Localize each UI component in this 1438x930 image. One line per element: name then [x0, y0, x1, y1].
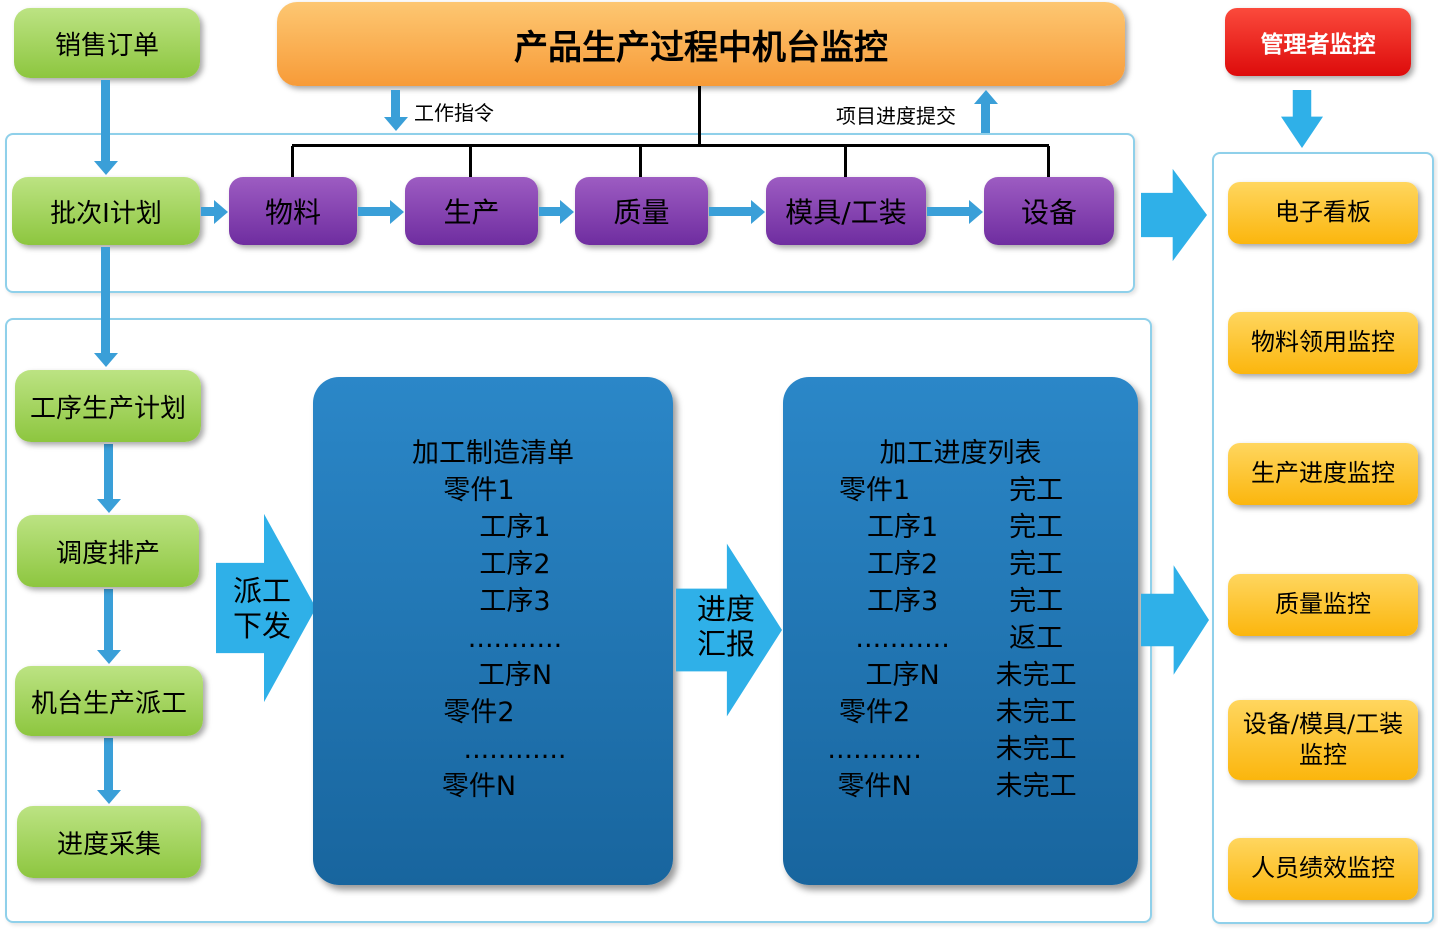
manufacture-list-title: 加工制造清单	[412, 438, 574, 469]
progress-row-status: 完工	[1009, 475, 1064, 506]
progress-list-content: 加工进度列表 零件1 完工 工序1 完工 工序2 完工 工序3 完工 .....…	[783, 377, 1138, 885]
arrow-sales-to-batch	[101, 80, 110, 162]
stage-production-box: 生产	[405, 177, 538, 245]
progress-row-item: ...........	[855, 623, 950, 654]
dispatch-arrow-line1: 派工	[232, 574, 291, 608]
arrow-material-to-production	[358, 207, 391, 216]
work-instruction-arrow	[391, 90, 400, 118]
arrow-mold-to-equipment	[927, 207, 970, 216]
progress-row: ........... 返工	[783, 620, 1138, 657]
progress-collect-box: 进度采集	[17, 806, 201, 878]
tree-line-horizontal	[292, 144, 1049, 147]
arrow-batch-to-process-plan	[101, 247, 110, 354]
monitor-equipment-mold-tooling: 设备/模具/工装监控	[1228, 700, 1418, 780]
progress-row-status: 返工	[1009, 623, 1064, 654]
monitor-panel-container	[1212, 152, 1434, 924]
progress-row: 工序2 完工	[783, 546, 1138, 583]
stage-equipment-box: 设备	[984, 177, 1114, 245]
progress-row-item: 工序3	[867, 586, 939, 617]
progress-row: 工序3 完工	[783, 583, 1138, 620]
progress-row-item: 工序1	[867, 512, 939, 543]
progress-row: 零件N 未完工	[783, 768, 1138, 805]
manufacture-item: 工序1	[479, 512, 551, 543]
work-instruction-label: 工作指令	[414, 101, 494, 125]
manufacture-item: 工序3	[479, 586, 551, 617]
manufacture-item: 工序2	[479, 549, 551, 580]
progress-row: ........... 未完工	[783, 731, 1138, 768]
progress-report-arrow-label: 进度 汇报	[684, 592, 768, 662]
manufacture-item: ............	[463, 734, 567, 765]
manufacture-item: 零件1	[443, 475, 515, 506]
arrow-dispatch-to-collect	[104, 738, 113, 791]
schedule-box: 调度排产	[17, 515, 199, 587]
monitor-electronic-board: 电子看板	[1228, 182, 1418, 244]
arrow-quality-to-mold	[709, 207, 752, 216]
progress-row-status: 完工	[1009, 512, 1064, 543]
arrow-plan-to-schedule	[104, 444, 113, 500]
progress-list-title: 加工进度列表	[879, 438, 1042, 469]
progress-row-item: 零件1	[839, 475, 911, 506]
progress-row-status: 完工	[1009, 586, 1064, 617]
tree-drop-material	[291, 146, 294, 177]
progress-row-status: 完工	[1009, 549, 1064, 580]
progress-row: 工序N 未完工	[783, 657, 1138, 694]
progress-submit-arrow	[981, 103, 990, 133]
progress-row: 零件1 完工	[783, 472, 1138, 509]
progress-row: 工序1 完工	[783, 509, 1138, 546]
tree-drop-mold	[844, 146, 847, 177]
manufacture-item: 零件2	[443, 697, 515, 728]
dispatch-arrow-label: 派工 下发	[222, 574, 302, 644]
manufacture-item: ...........	[467, 623, 563, 654]
monitor-quality: 质量监控	[1228, 574, 1418, 636]
tree-drop-equipment	[1047, 146, 1050, 177]
progress-row-item: ...........	[827, 734, 922, 765]
tree-line-vertical	[698, 85, 701, 146]
stage-quality-box: 质量	[575, 177, 708, 245]
arrow-production-to-quality	[539, 207, 561, 216]
progress-list-box: 加工进度列表 零件1 完工 工序1 完工 工序2 完工 工序3 完工 .....…	[783, 377, 1138, 885]
sales-order-box: 销售订单	[14, 8, 200, 78]
progress-submit-label: 项目进度提交	[836, 104, 956, 128]
progress-row-status: 未完工	[995, 697, 1077, 728]
manager-monitor-down-arrow	[1281, 90, 1323, 148]
manufacture-item: 零件N	[441, 771, 517, 802]
process-plan-box: 工序生产计划	[15, 370, 201, 442]
manager-monitor-box: 管理者监控	[1225, 8, 1411, 76]
stage-material-box: 物料	[229, 177, 357, 245]
progress-row-status: 未完工	[995, 734, 1077, 765]
progress-report-line1: 进度	[696, 592, 755, 626]
monitor-personnel-performance: 人员绩效监控	[1228, 838, 1418, 900]
manufacture-list-content: 加工制造清单 零件1 工序1 工序2 工序3 ........... 工序N 零…	[313, 377, 673, 885]
progress-row-item: 工序2	[867, 549, 939, 580]
manufacture-item: 工序N	[477, 660, 553, 691]
progress-row-item: 工序N	[865, 660, 940, 691]
plan-row-container	[5, 133, 1135, 293]
progress-row-status: 未完工	[995, 771, 1077, 802]
monitor-material-usage: 物料领用监控	[1228, 312, 1418, 374]
tree-drop-production	[469, 146, 472, 177]
monitor-production-progress: 生产进度监控	[1228, 443, 1418, 505]
progress-row-item: 零件N	[837, 771, 912, 802]
progress-report-line2: 汇报	[696, 627, 755, 661]
progress-row-status: 未完工	[995, 660, 1077, 691]
progress-row-item: 零件2	[839, 697, 911, 728]
manufacture-list-box: 加工制造清单 零件1 工序1 工序2 工序3 ........... 工序N 零…	[313, 377, 673, 885]
stage-mold-tooling-box: 模具/工装	[766, 177, 926, 245]
batch-plan-box: 批次I计划	[12, 177, 200, 245]
banner-title-box: 产品生产过程中机台监控	[277, 2, 1125, 86]
progress-row: 零件2 未完工	[783, 694, 1138, 731]
tree-drop-quality	[639, 146, 642, 177]
arrow-schedule-to-dispatch	[104, 589, 113, 651]
arrow-batch-to-material	[201, 207, 215, 216]
machine-dispatch-box: 机台生产派工	[15, 666, 203, 736]
plan-to-monitor-arrow	[1141, 168, 1207, 262]
dispatch-arrow-line2: 下发	[232, 609, 291, 643]
